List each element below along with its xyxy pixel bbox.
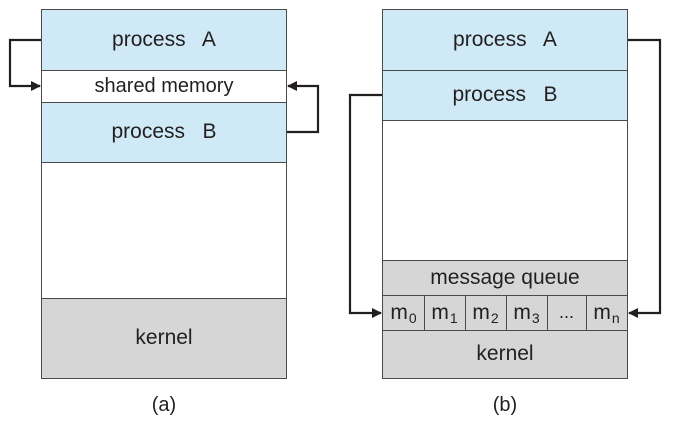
free-space-b — [383, 120, 627, 260]
shared-memory-label: shared memory — [94, 74, 234, 97]
divider — [383, 330, 627, 331]
arrow-process-b-to-shared-memory — [287, 81, 320, 134]
divider — [383, 120, 627, 121]
queue-cell-base: m — [593, 300, 611, 324]
process-a-box-b: process A — [383, 10, 627, 70]
message-queue-label: message queue — [430, 265, 580, 289]
divider — [42, 162, 286, 163]
queue-divider — [506, 295, 507, 330]
queue-cell-subscript: 0 — [408, 309, 417, 326]
queue-cell-base: m — [513, 300, 531, 324]
process-b-label-b: process B — [452, 83, 558, 106]
queue-cell-subscript: 2 — [490, 309, 499, 326]
process-a-label-b: process A — [453, 28, 557, 51]
queue-divider — [547, 295, 548, 330]
divider — [383, 70, 627, 71]
queue-cell-subscript: 3 — [531, 309, 540, 326]
divider — [42, 298, 286, 299]
process-a-box-a: process A — [42, 10, 286, 70]
kernel-box-b: kernel — [383, 330, 627, 378]
arrow-process-a-to-shared-memory — [8, 38, 41, 91]
process-a-label-a: process A — [112, 28, 216, 51]
queue-cell-base: m — [431, 300, 449, 324]
divider — [42, 70, 286, 71]
queue-cell-ellipsis: ... — [547, 295, 586, 330]
kernel-label-b: kernel — [476, 342, 534, 365]
free-space-a — [42, 162, 286, 298]
caption-a: (a) — [151, 394, 177, 416]
queue-cell-subscript: n — [611, 309, 620, 326]
arrow-process-a-to-queue-tail — [628, 38, 662, 318]
process-b-label-a: process B — [111, 120, 217, 143]
caption-b: (b) — [492, 394, 518, 416]
queue-cell-subscript: 1 — [449, 309, 458, 326]
process-b-box-b: process B — [383, 70, 627, 120]
divider — [383, 260, 627, 261]
kernel-label-a: kernel — [135, 326, 193, 349]
divider — [383, 295, 627, 296]
queue-cell-base: ... — [558, 302, 574, 322]
divider — [42, 102, 286, 103]
kernel-box-a: kernel — [42, 298, 286, 378]
shared-memory-box: shared memory — [42, 70, 286, 102]
queue-divider — [586, 295, 587, 330]
queue-cell-base: m — [390, 300, 408, 324]
queue-divider — [465, 295, 466, 330]
arrow-process-b-to-queue-head — [348, 93, 382, 318]
process-b-box-a: process B — [42, 102, 286, 162]
message-queue-box: message queue — [383, 260, 627, 295]
queue-cell-base: m — [472, 300, 490, 324]
queue-divider — [424, 295, 425, 330]
